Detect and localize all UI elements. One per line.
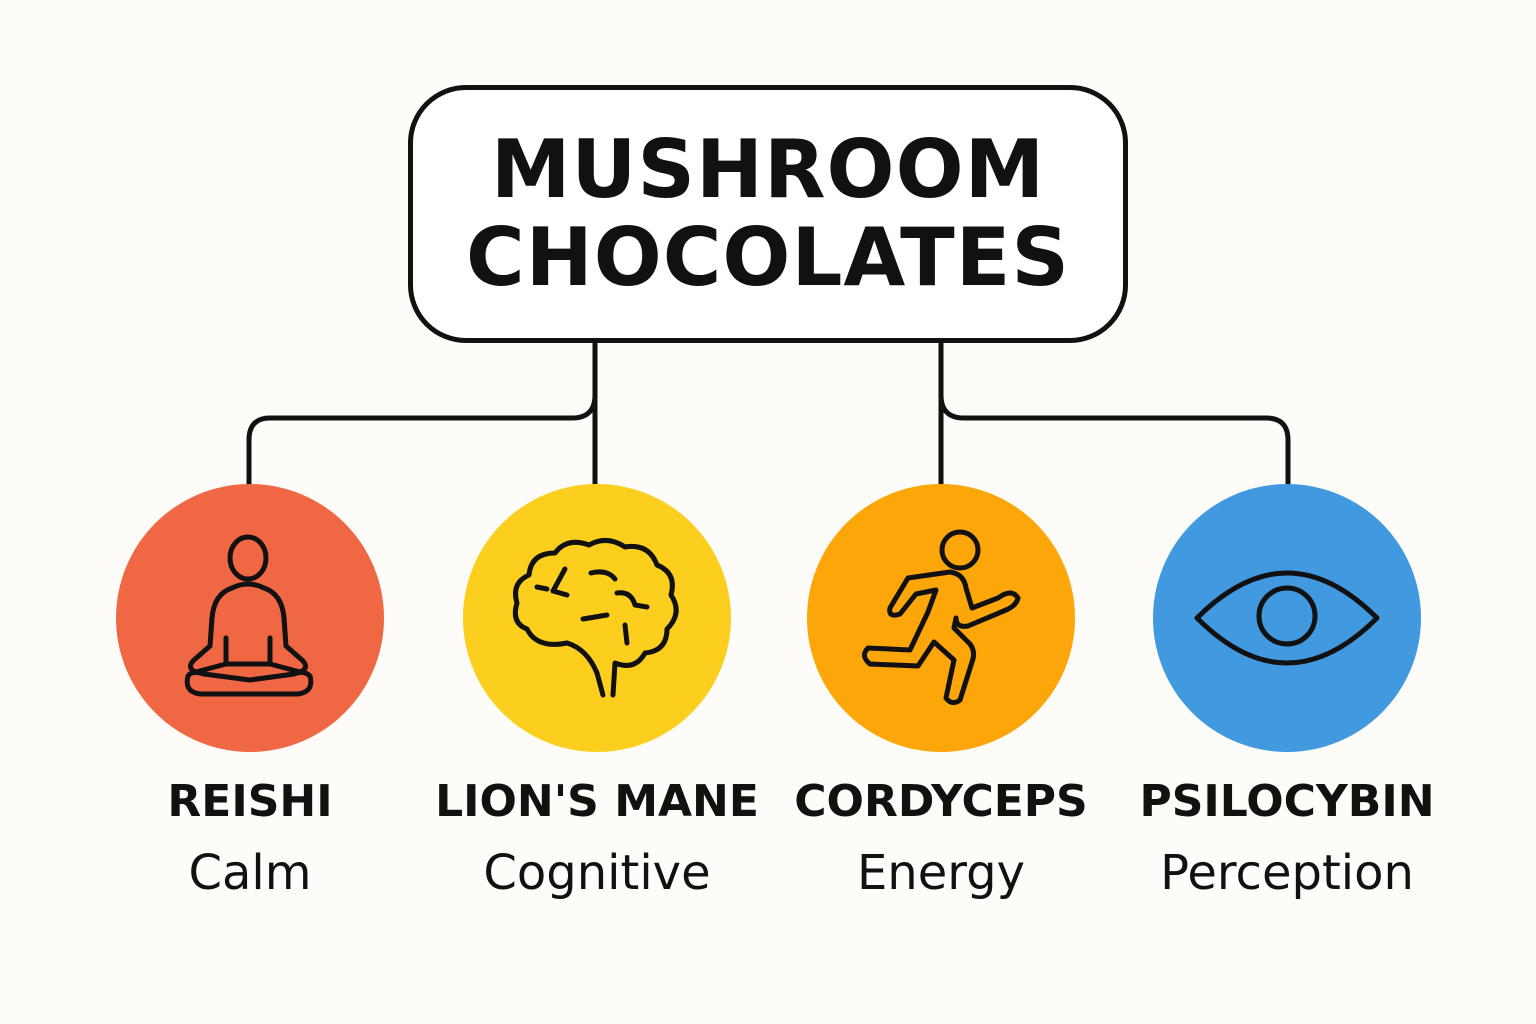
reishi-effect: Calm: [188, 845, 312, 901]
eye-icon: [1194, 570, 1380, 666]
psilocybin-effect: Perception: [1160, 845, 1414, 901]
psilocybin-circle: [1153, 484, 1421, 752]
title-box: MUSHROOM CHOCOLATES: [408, 85, 1128, 343]
node-lions-mane: LION'S MANE Cognitive: [435, 484, 759, 901]
node-cordyceps: CORDYCEPS Energy: [791, 484, 1091, 901]
reishi-name: REISHI: [167, 776, 333, 827]
title-line-2: CHOCOLATES: [466, 211, 1070, 304]
lions-mane-circle: [463, 484, 731, 752]
title-line-1: MUSHROOM: [490, 123, 1046, 216]
lions-mane-effect: Cognitive: [483, 845, 711, 901]
brain-icon: [512, 538, 679, 698]
running-person-icon: [862, 529, 1021, 706]
psilocybin-name: PSILOCYBIN: [1139, 776, 1435, 827]
cordyceps-name: CORDYCEPS: [794, 776, 1088, 827]
node-reishi: REISHI Calm: [100, 484, 400, 901]
cordyceps-circle: [807, 484, 1075, 752]
cordyceps-effect: Energy: [856, 845, 1026, 901]
meditation-icon: [184, 534, 314, 697]
connector-psilocybin: [938, 392, 1291, 490]
reishi-circle: [116, 484, 384, 752]
lions-mane-name: LION'S MANE: [435, 776, 759, 827]
connector-reishi: [246, 392, 598, 490]
node-psilocybin: PSILOCYBIN Perception: [1137, 484, 1437, 901]
